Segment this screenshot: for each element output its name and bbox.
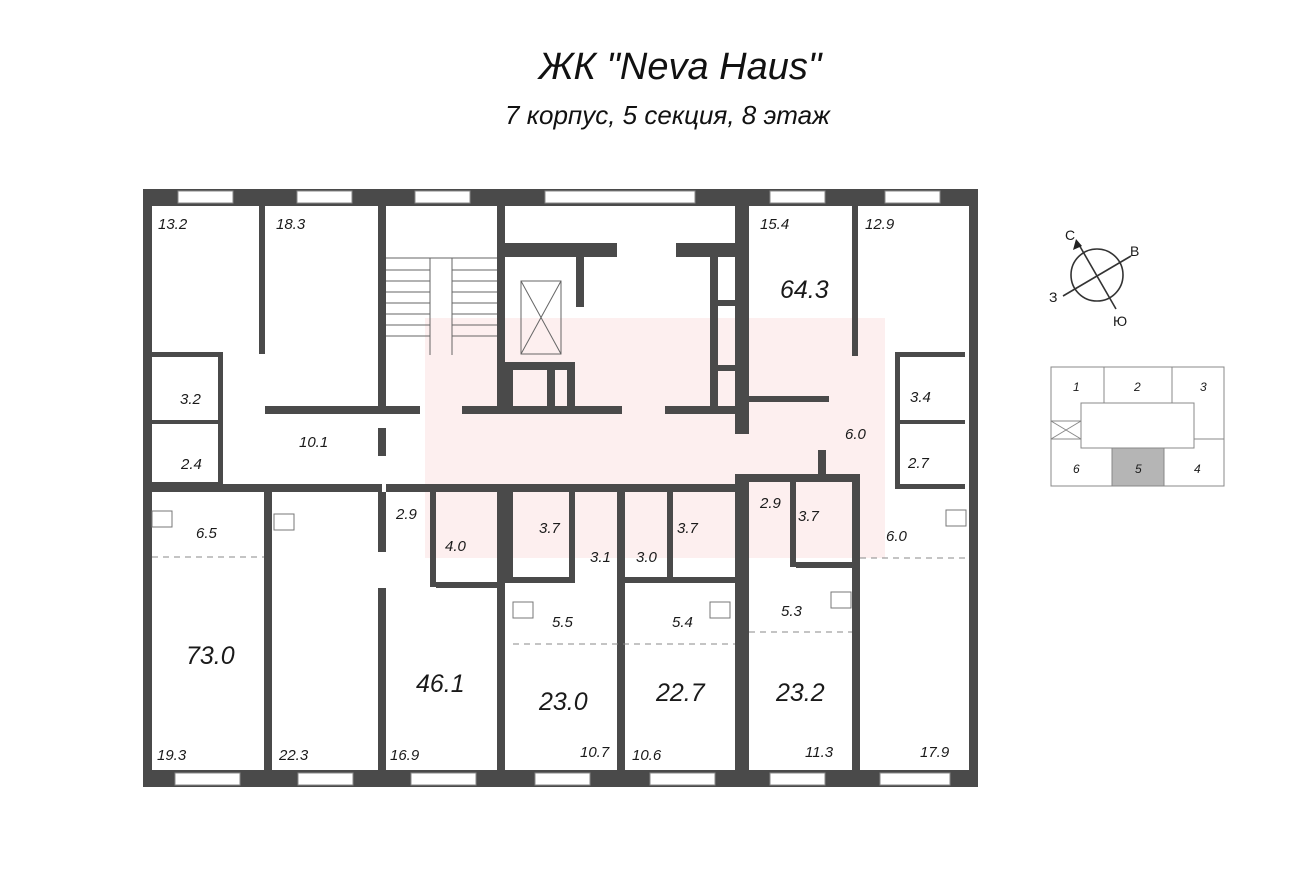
- key-plan-section: 3: [1200, 380, 1207, 394]
- room-area: 11.3: [805, 744, 834, 761]
- key-plan-section: 1: [1073, 380, 1080, 394]
- windows: [174, 190, 951, 786]
- room-area: 10.1: [299, 434, 328, 451]
- room-area: 5.3: [781, 603, 803, 620]
- room-area: 16.9: [390, 747, 420, 764]
- compass-east: В: [1130, 243, 1139, 259]
- apartment-total-area: 64.3: [780, 276, 829, 304]
- room-area: 15.4: [760, 216, 789, 233]
- room-area: 12.9: [865, 216, 895, 233]
- staircase: [386, 257, 562, 355]
- apartment-total-area: 22.7: [655, 679, 706, 707]
- key-plan-section: 6: [1073, 462, 1080, 476]
- room-area: 18.3: [276, 216, 306, 233]
- room-area: 6.5: [196, 525, 218, 542]
- compass-west: З: [1049, 289, 1057, 305]
- key-plan-section: 2: [1133, 380, 1141, 394]
- room-area: 3.7: [677, 520, 699, 537]
- room-area: 2.9: [395, 506, 418, 523]
- apartment-total-area: 73.0: [186, 642, 235, 670]
- kitchen-zone-lines: [152, 556, 969, 645]
- room-area: 5.4: [672, 614, 693, 631]
- room-area: 3.4: [910, 389, 931, 406]
- room-area: 3.7: [539, 520, 561, 537]
- room-area: 10.6: [632, 747, 662, 764]
- compass-north: С: [1065, 227, 1075, 243]
- room-area: 10.7: [580, 744, 610, 761]
- room-area: 2.4: [180, 456, 202, 473]
- room-area: 3.7: [798, 508, 820, 525]
- key-plan: [1050, 366, 1225, 487]
- building-section-floor: 7 корпус, 5 секция, 8 этаж: [505, 100, 830, 130]
- north-arrow-icon: [1073, 239, 1082, 250]
- room-area: 5.5: [552, 614, 574, 631]
- apartment-total-area: 23.2: [775, 679, 825, 707]
- complex-title: ЖК "Neva Haus": [538, 46, 822, 88]
- compass-south: Ю: [1113, 313, 1127, 329]
- key-plan-section-5-highlight: [1111, 447, 1165, 487]
- compass: С В Ю З: [1049, 227, 1139, 329]
- room-area: 13.2: [158, 216, 188, 233]
- room-area: 19.3: [157, 747, 187, 764]
- room-area: 6.0: [886, 528, 908, 545]
- room-area: 2.9: [759, 495, 782, 512]
- key-plan-section: 5: [1135, 462, 1142, 476]
- key-plan-section: 4: [1194, 462, 1201, 476]
- room-area: 3.2: [180, 391, 202, 408]
- room-area: 2.7: [907, 455, 930, 472]
- room-area: 17.9: [920, 744, 950, 761]
- room-area: 4.0: [445, 538, 467, 555]
- room-area: 3.0: [636, 549, 658, 566]
- apartment-total-area: 46.1: [416, 670, 465, 698]
- room-area: 3.1: [590, 549, 611, 566]
- apartment-total-area: 23.0: [538, 688, 588, 716]
- room-area: 22.3: [278, 747, 309, 764]
- room-area: 6.0: [845, 426, 867, 443]
- stove-icons: [151, 509, 967, 619]
